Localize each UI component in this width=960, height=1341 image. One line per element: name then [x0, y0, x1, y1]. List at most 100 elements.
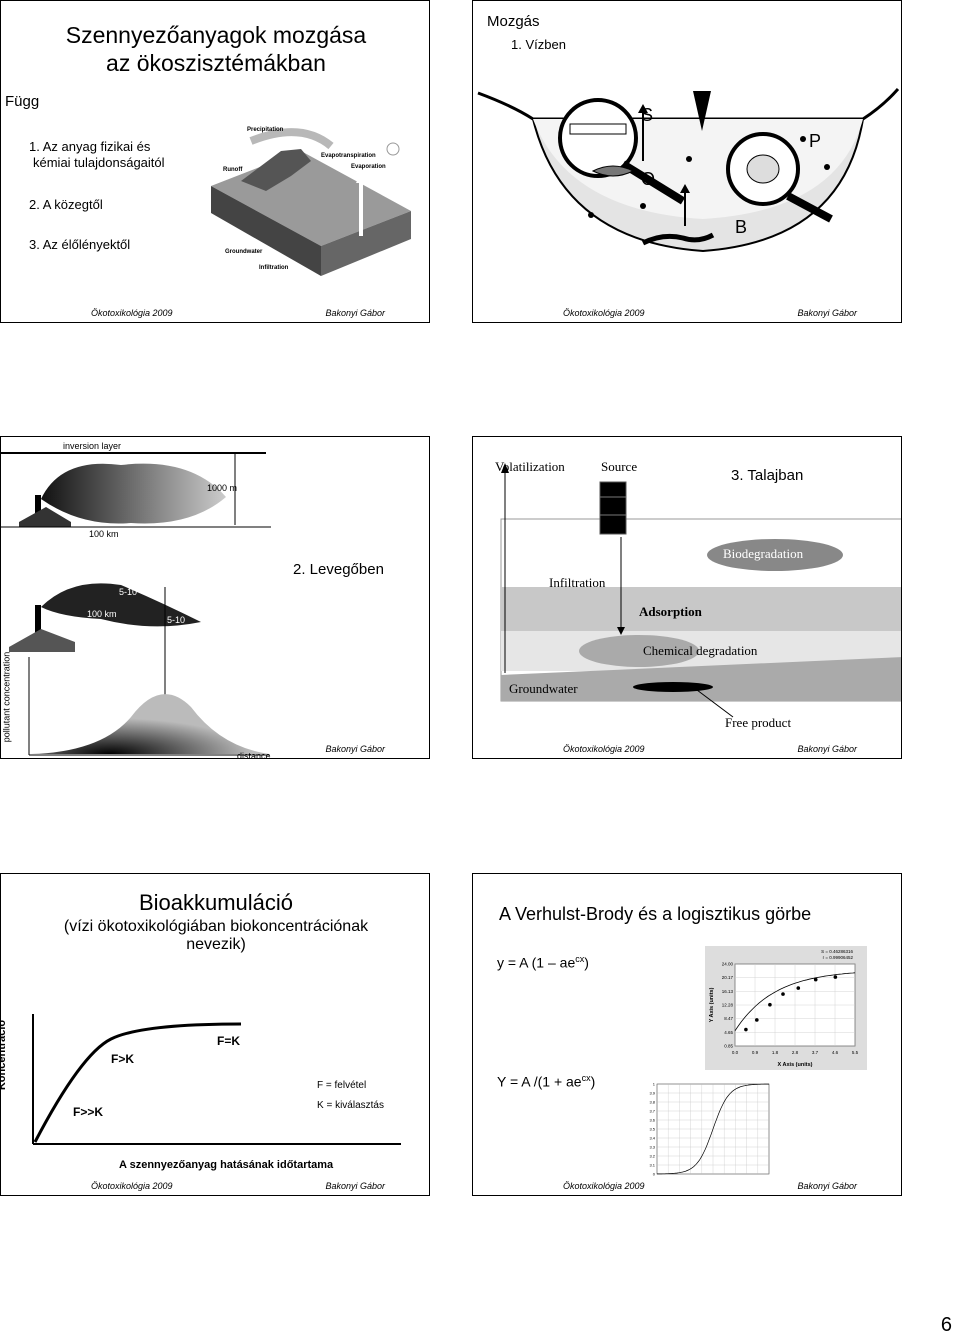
slide-2: Mozgás 1. Vízben S P O B Ökotoxikológia … — [472, 0, 902, 323]
x-tick-label: 4.6 — [832, 1050, 839, 1055]
y-tick-label: 20.17 — [722, 975, 734, 980]
data-point — [833, 975, 838, 979]
footer-left: Ökotoxikológia 2009 — [563, 308, 645, 318]
x-axis-label: A szennyezőanyag hatásának időtartama — [119, 1159, 334, 1171]
footer-right: Bakonyi Gábor — [797, 744, 857, 754]
footer-left: Ökotoxikológia 2009 — [91, 1181, 173, 1191]
x-tick-label: 1.8 — [772, 1050, 779, 1055]
x-tick-label: 5.5 — [852, 1050, 859, 1055]
slide-6-title: A Verhulst-Brody és a logisztikus görbe — [499, 904, 812, 924]
soil-contamination-diagram — [500, 463, 901, 718]
list-item-2: 2. A közegtől — [29, 197, 103, 212]
x-tick-label: 2.8 — [792, 1050, 799, 1055]
slide-6: A Verhulst-Brody és a logisztikus görbe … — [472, 873, 902, 1196]
label-dist-1: 100 km — [89, 529, 119, 539]
x-axis-label: distance — [237, 751, 271, 759]
logistic-plot: 1 3.9 3.8 3.7 3.6 3.5 3.4 3.3 3.2 3.1 0 — [649, 1082, 770, 1177]
slide-1-title: Szennyezőanyagok mozgása az ökoszisztémá… — [65, 22, 367, 76]
slide-4: Volatilization Source 3. Talajban Biodeg… — [472, 436, 902, 759]
footer-right: Bakonyi Gábor — [325, 744, 385, 754]
data-point — [781, 992, 785, 996]
y-tick-label: 3.9 — [649, 1091, 655, 1096]
label-infiltration: Infiltration — [549, 575, 606, 590]
label-conc-2: 5-10 — [167, 615, 186, 625]
data-point — [796, 986, 801, 990]
stat-s: S = 0.46286316 — [821, 949, 853, 954]
page-number: 6 — [940, 1314, 952, 1336]
data-point — [813, 977, 818, 982]
label-f-gt-k: F>K — [111, 1052, 135, 1066]
label-groundwater: Groundwater — [509, 681, 578, 696]
label-groundwater: Groundwater — [225, 249, 263, 255]
y-tick-label: 3.3 — [649, 1145, 655, 1150]
y-tick-label: 4.65 — [724, 1030, 733, 1035]
y-tick-label: 24.00 — [722, 962, 734, 967]
list-item-1: 1. Az anyag fizikai és kémiai tulajdonsá… — [29, 139, 165, 170]
label-dist-2: 100 km — [87, 609, 117, 619]
label-p: P — [809, 131, 822, 151]
equation-2: Y = A /(1 + aecx) — [497, 1073, 596, 1090]
label-f-eq-k: F=K — [217, 1034, 241, 1048]
label-free-product: Free product — [725, 715, 792, 730]
label-f-gg-k: F>>K — [73, 1105, 104, 1119]
y-axis-label: pollutant concentration — [1, 651, 12, 743]
logistic-curve — [657, 1083, 769, 1175]
x-tick-label: 0.9 — [752, 1050, 759, 1055]
x-axis-label: X Axis (units) — [778, 1062, 813, 1068]
slide-2-item-1: 1. Vízben — [511, 37, 566, 52]
air-dispersion-diagram — [1, 437, 271, 756]
label-chemical-degradation: Chemical degradation — [643, 643, 758, 658]
slide-2-title: Mozgás — [487, 13, 540, 30]
y-tick-label: 3.7 — [649, 1109, 655, 1114]
label-o: O — [641, 169, 656, 189]
footer-left: Ökotoxikológia 2009 — [563, 744, 645, 754]
label-source: Source — [601, 459, 638, 474]
slide-5: Bioakkumuláció (vízi ökotoxikológiában b… — [0, 873, 430, 1196]
equation-1: y = A (1 – aecx) — [497, 954, 589, 971]
footer-right: Bakonyi Gábor — [797, 308, 857, 318]
y-tick-label: 3.5 — [649, 1127, 655, 1132]
y-tick-label: 3.2 — [649, 1154, 655, 1159]
slide-3: inversion layer 1000 m 100 km 100 km 5-1… — [0, 436, 430, 759]
label-conc-1: 5-10 — [119, 587, 138, 597]
bioaccumulation-chart — [32, 1014, 401, 1145]
y-tick-label: 1 — [653, 1082, 656, 1087]
label-b: B — [735, 217, 748, 237]
data-point — [744, 1027, 748, 1032]
label-height: 1000 m — [207, 483, 238, 493]
label-runoff: Runoff — [223, 167, 243, 173]
footer-right: Bakonyi Gábor — [325, 1181, 385, 1191]
y-tick-label: 3.6 — [649, 1118, 655, 1123]
y-tick-label: 3.4 — [649, 1136, 655, 1141]
y-axis-label: Y Axis (units) — [709, 987, 715, 1022]
y-tick-label: 0 — [653, 1172, 656, 1177]
label-precipitation: Precipitation — [247, 127, 284, 133]
footer-right: Bakonyi Gábor — [325, 308, 385, 318]
water-pollution-diagram — [477, 88, 900, 253]
x-tick-label: 0.0 — [732, 1050, 739, 1055]
slide-4-title: 3. Talajban — [731, 467, 804, 484]
legend-k: K = kiválasztás — [317, 1100, 384, 1111]
footer-right: Bakonyi Gábor — [797, 1181, 857, 1191]
y-tick-label: 0.85 — [724, 1044, 733, 1049]
fugg-label: Függ — [5, 93, 40, 110]
label-adsorption: Adsorption — [639, 604, 702, 619]
slide-1: Szennyezőanyagok mozgása az ökoszisztémá… — [0, 0, 430, 323]
list-item-3: 3. Az élőlényektől — [29, 237, 131, 252]
y-axis-label: Koncentráció — [0, 1019, 9, 1091]
label-evaporation: Evaporation — [351, 164, 386, 170]
water-cycle-diagram — [211, 128, 411, 276]
footer-left: Ökotoxikológia 2009 — [563, 1181, 645, 1191]
fit-curve — [734, 972, 856, 1032]
label-infiltration: Infiltration — [259, 265, 289, 271]
slide-3-title: 2. Levegőben — [293, 561, 384, 578]
y-tick-label: 3.8 — [649, 1100, 655, 1105]
y-tick-label: 8.47 — [724, 1016, 733, 1021]
label-s: S — [641, 105, 654, 125]
y-tick-label: 12.28 — [722, 1003, 734, 1008]
y-tick-label: 3.1 — [649, 1163, 655, 1168]
y-tick-label: 16.13 — [722, 989, 734, 994]
label-volatilization: Volatilization — [495, 459, 565, 474]
